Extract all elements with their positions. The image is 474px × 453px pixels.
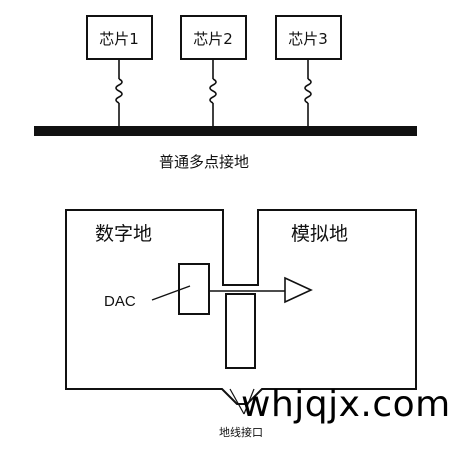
inductor-1 (115, 59, 123, 127)
inductor-3 (304, 59, 312, 127)
analog-ground-label: 模拟地 (291, 223, 348, 245)
inductor-2 (209, 59, 217, 127)
dac-box (178, 263, 210, 315)
ground-interface-label: 地线接口 (219, 425, 263, 439)
chip-label-1: 芯片1 (99, 30, 139, 48)
site-watermark: whjqjx.com (241, 384, 451, 425)
chip-label-3: 芯片3 (288, 30, 328, 48)
interface-line-right (243, 388, 255, 415)
ground-plane-outline (65, 209, 417, 405)
interface-line-left (229, 388, 245, 415)
split-ground-diagram (65, 209, 417, 415)
amplifier-icon (284, 276, 313, 304)
multipoint-caption: 普通多点接地 (159, 153, 249, 171)
bridge-strip (225, 293, 256, 369)
dac-pointer (151, 285, 191, 301)
multipoint-ground-diagram (34, 15, 417, 136)
dac-label: DAC (104, 293, 136, 310)
ground-bus-bar (34, 126, 417, 136)
digital-ground-label: 数字地 (95, 223, 152, 245)
chip-label-2: 芯片2 (193, 30, 233, 48)
